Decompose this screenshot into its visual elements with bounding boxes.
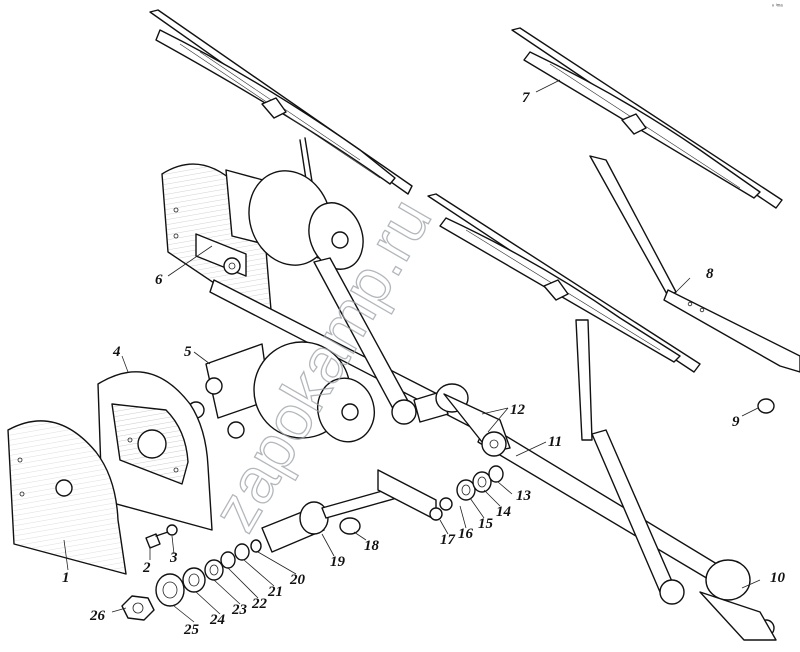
leader-lines bbox=[63, 79, 761, 623]
callout-8: 8 bbox=[706, 266, 714, 282]
callout-23: 23 bbox=[231, 602, 248, 618]
callout-13: 13 bbox=[516, 488, 532, 504]
callout-16: 16 bbox=[458, 526, 474, 542]
callout-19: 19 bbox=[330, 554, 346, 570]
wiper-blade-7 bbox=[511, 27, 783, 209]
callout-2: 2 bbox=[142, 560, 151, 576]
linkage-rod bbox=[209, 257, 501, 441]
cover-plate-1 bbox=[7, 420, 127, 575]
callout-24: 24 bbox=[209, 612, 226, 628]
washers-13-16 bbox=[456, 465, 504, 501]
callout-5: 5 bbox=[184, 344, 192, 360]
corner-mark: ⁿ ⁱᵐᵃ bbox=[772, 2, 783, 10]
callout-14: 14 bbox=[496, 504, 512, 520]
cap-nut-9 bbox=[757, 398, 775, 414]
callout-18: 18 bbox=[364, 538, 380, 554]
callout-10: 10 bbox=[770, 570, 786, 586]
callout-21: 21 bbox=[267, 584, 283, 600]
wiper-blade-upper-left bbox=[149, 9, 413, 259]
callout-6: 6 bbox=[155, 272, 163, 288]
drive-link-11 bbox=[477, 319, 777, 641]
callout-15: 15 bbox=[478, 516, 494, 532]
callout-25: 25 bbox=[183, 622, 200, 638]
callout-12: 12 bbox=[510, 402, 526, 418]
screw-2-washer-3 bbox=[145, 524, 178, 549]
upper-motor-6 bbox=[195, 169, 364, 277]
bracket-plate-4 bbox=[97, 371, 213, 531]
callout-22: 22 bbox=[251, 596, 268, 612]
wiper-arm-8 bbox=[589, 155, 800, 373]
callout-17: 17 bbox=[440, 532, 456, 548]
callout-20: 20 bbox=[289, 572, 306, 588]
callout-1: 1 bbox=[62, 570, 70, 586]
callout-26: 26 bbox=[89, 608, 106, 624]
callout-labels: 1 2 3 4 5 6 7 8 9 10 11 12 13 14 15 16 1… bbox=[62, 90, 786, 638]
callout-9: 9 bbox=[732, 414, 740, 430]
shaft-assembly bbox=[261, 469, 453, 553]
wiper-blade-middle bbox=[427, 193, 701, 373]
callout-11: 11 bbox=[548, 434, 562, 450]
callout-7: 7 bbox=[522, 90, 530, 106]
lever-12 bbox=[443, 393, 511, 457]
lower-motor-5 bbox=[187, 341, 375, 443]
callout-3: 3 bbox=[169, 550, 178, 566]
callout-4: 4 bbox=[112, 344, 121, 360]
